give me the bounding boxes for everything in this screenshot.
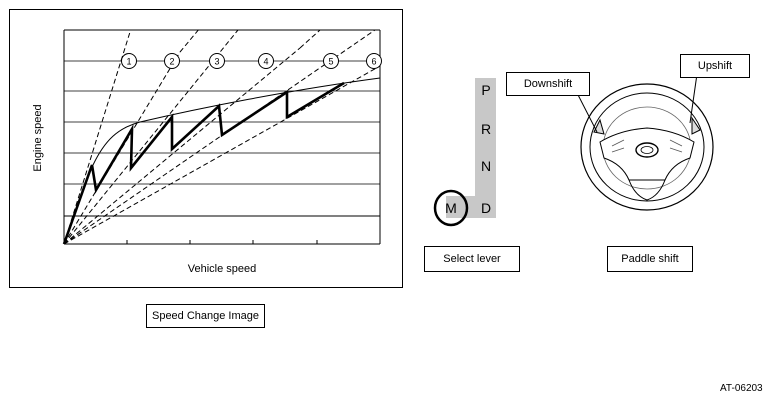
lever-position-m: M — [445, 200, 457, 216]
steering-wheel-icon — [580, 83, 714, 211]
paddle-shift-label-box: Paddle shift — [607, 246, 693, 272]
lever-gate-bar — [475, 78, 496, 218]
svg-text:2: 2 — [169, 57, 174, 67]
upshift-label: Upshift — [697, 60, 733, 72]
gear-marker-5: 5 — [323, 53, 339, 69]
gear-line-6 — [63, 65, 381, 245]
paddle-shift-label: Paddle shift — [621, 253, 679, 265]
svg-text:1: 1 — [126, 57, 131, 67]
select-lever-gate: P R N D M — [433, 78, 496, 227]
downshift-callout: Downshift — [506, 72, 590, 96]
gear-marker-3: 3 — [209, 53, 225, 69]
gear-line-4b — [299, 29, 321, 49]
select-lever-label-box: Select lever — [424, 246, 520, 272]
lever-position-p: P — [481, 82, 490, 98]
lever-manual-gate — [446, 196, 496, 218]
gear-line-4 — [63, 47, 301, 245]
chart-frame — [9, 9, 403, 288]
svg-text:6: 6 — [371, 57, 376, 67]
gear-line-3 — [63, 29, 239, 245]
lever-position-d: D — [481, 200, 491, 216]
svg-text:5: 5 — [328, 57, 333, 67]
lever-position-r: R — [481, 121, 491, 137]
svg-text:3: 3 — [214, 57, 219, 67]
x-axis-label: Vehicle speed — [188, 263, 257, 275]
plot-area: 1 2 3 4 5 6 — [62, 27, 382, 245]
upshift-leader — [689, 73, 698, 124]
gear-line-1 — [63, 31, 131, 245]
speed-change-caption-text: Speed Change Image — [151, 310, 260, 322]
gear-line-2b — [179, 27, 201, 53]
downshift-label: Downshift — [523, 78, 573, 90]
y-axis-label: Engine speed — [32, 104, 44, 171]
gear-line-5 — [63, 29, 376, 245]
figure-id: AT-06203 — [720, 383, 763, 394]
speed-change-caption: Speed Change Image — [146, 304, 265, 328]
gear-marker-4: 4 — [258, 53, 274, 69]
lever-position-n: N — [481, 158, 491, 174]
upshift-callout: Upshift — [680, 54, 750, 78]
shift-pattern-line — [62, 81, 345, 245]
gear-marker-1: 1 — [121, 53, 137, 69]
rev-limit-curve — [92, 77, 381, 166]
manual-highlight-circle — [433, 189, 469, 227]
select-lever-label: Select lever — [443, 253, 501, 265]
gear-marker-6: 6 — [366, 53, 382, 69]
svg-text:4: 4 — [263, 57, 268, 67]
gear-marker-2: 2 — [164, 53, 180, 69]
